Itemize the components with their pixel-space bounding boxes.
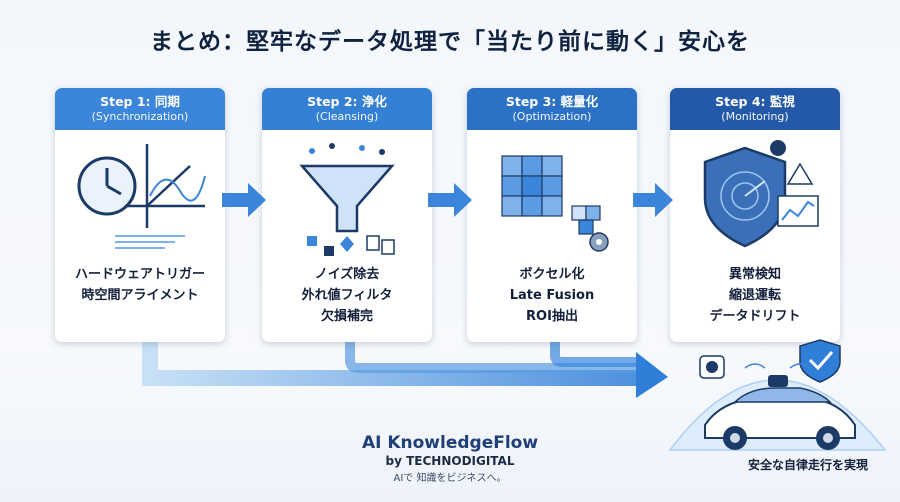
- step-header: Step 1: 同期 (Synchronization): [55, 88, 225, 130]
- step-description: 異常検知 縮退運転 データドリフト: [709, 267, 801, 324]
- flow-arrow-icon: [633, 183, 673, 217]
- step-header: Step 4: 監視 (Monitoring): [670, 88, 840, 130]
- funnel-icon: [299, 143, 395, 256]
- brand-tagline: AIで 知識をビジネスへ。: [393, 473, 507, 484]
- step-description: ノイズ除去 外れ値フィルタ 欠損補完: [301, 267, 393, 324]
- step-label: Step 3: 軽量化: [505, 94, 599, 109]
- shield-radar-icon: [703, 140, 819, 248]
- result-caption: 安全な自律走行を実現: [747, 458, 868, 472]
- step-card-synchronization: Step 1: 同期 (Synchronization) ハードウェアトリガー …: [55, 88, 225, 342]
- step-label: Step 2: 浄化: [307, 94, 387, 109]
- brand-by: by TECHNODIGITAL: [385, 454, 515, 468]
- step-card-optimization: Step 3: 軽量化 (Optimization) ボクセル化 Late Fu…: [467, 88, 637, 342]
- step-sublabel: (Synchronization): [91, 110, 189, 123]
- step-label: Step 4: 監視: [715, 94, 795, 109]
- page-title: まとめ：堅牢なデータ処理で「当たり前に動く」安心を: [150, 29, 750, 55]
- brand-name: AI KnowledgeFlow: [361, 433, 539, 453]
- step-sublabel: (Optimization): [512, 110, 592, 123]
- step-header: Step 3: 軽量化 (Optimization): [467, 88, 637, 130]
- brand-block: AI KnowledgeFlow by TECHNODIGITAL AIで 知識…: [0, 433, 900, 484]
- step-description: ボクセル化 Late Fusion ROI抽出: [509, 267, 595, 324]
- clock-axes-icon: [77, 144, 206, 249]
- autonomous-car-icon: [668, 339, 887, 451]
- step-sublabel: (Cleansing): [315, 110, 379, 123]
- step-sublabel: (Monitoring): [721, 110, 789, 123]
- step-description: ハードウェアトリガー 時空間アライメント: [74, 267, 205, 303]
- step-header: Step 2: 浄化 (Cleansing): [262, 88, 432, 130]
- step-card-monitoring: Step 4: 監視 (Monitoring) 異常検知 縮退運転 データドリフ…: [670, 88, 840, 342]
- flow-arrow-icon: [222, 183, 266, 217]
- flow-arrow-icon: [428, 183, 472, 217]
- step-label: Step 1: 同期: [100, 94, 180, 109]
- step-card-cleansing: Step 2: 浄化 (Cleansing) ノイズ除去 外れ値フィルタ 欠損補…: [262, 88, 432, 342]
- voxel-cubes-icon: [501, 155, 609, 252]
